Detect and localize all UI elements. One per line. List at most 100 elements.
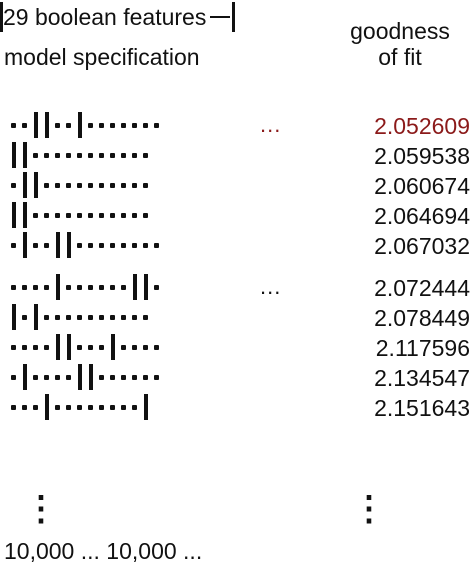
feature-on-mark (8, 200, 19, 230)
feature-off-mark (85, 200, 96, 230)
feature-off-mark (107, 392, 118, 422)
feature-off-mark (96, 302, 107, 332)
model-specification-label: model specification (4, 44, 200, 70)
feature-off-mark (52, 170, 63, 200)
feature-off-mark (107, 302, 118, 332)
goodness-of-fit-value: 2.067032 (374, 233, 470, 259)
feature-off-mark (85, 302, 96, 332)
feature-off-mark (140, 200, 151, 230)
feature-on-mark (19, 170, 30, 200)
feature-off-mark (52, 302, 63, 332)
feature-off-mark (85, 272, 96, 302)
feature-off-mark (74, 332, 85, 362)
feature-off-mark (140, 110, 151, 140)
feature-pattern (8, 392, 151, 422)
row-ellipsis: ... (260, 274, 282, 299)
feature-off-mark (8, 392, 19, 422)
feature-off-mark (19, 302, 30, 332)
feature-on-mark (129, 272, 140, 302)
feature-on-mark (8, 302, 19, 332)
feature-off-mark (30, 332, 41, 362)
feature-on-mark (52, 272, 63, 302)
feature-off-mark (151, 332, 162, 362)
feature-off-mark (63, 140, 74, 170)
feature-pattern (8, 200, 151, 230)
feature-off-mark (30, 140, 41, 170)
feature-off-mark (74, 230, 85, 260)
model-row: 2.078449 (0, 302, 474, 332)
feature-off-mark (63, 200, 74, 230)
feature-off-mark (118, 332, 129, 362)
feature-off-mark (151, 110, 162, 140)
feature-pattern (8, 362, 162, 392)
feature-off-mark (41, 140, 52, 170)
feature-off-mark (41, 362, 52, 392)
feature-off-mark (129, 170, 140, 200)
feature-on-mark (140, 272, 151, 302)
model-row: ...2.052609 (0, 110, 474, 140)
feature-off-mark (118, 230, 129, 260)
feature-off-mark (140, 140, 151, 170)
feature-off-mark (30, 392, 41, 422)
feature-off-mark (129, 200, 140, 230)
feature-pattern (8, 332, 162, 362)
feature-off-mark (8, 332, 19, 362)
feature-off-mark (118, 302, 129, 332)
feature-off-mark (85, 140, 96, 170)
feature-off-mark (74, 140, 85, 170)
feature-off-mark (96, 230, 107, 260)
feature-off-mark (118, 110, 129, 140)
feature-off-mark (129, 332, 140, 362)
feature-off-mark (19, 272, 30, 302)
feature-off-mark (52, 200, 63, 230)
feature-off-mark (63, 272, 74, 302)
feature-on-mark (30, 302, 41, 332)
feature-off-mark (96, 110, 107, 140)
model-row: 2.134547 (0, 362, 474, 392)
feature-pattern (8, 170, 151, 200)
feature-off-mark (74, 392, 85, 422)
feature-off-mark (52, 362, 63, 392)
feature-off-mark (118, 170, 129, 200)
feature-off-mark (85, 230, 96, 260)
goodness-of-fit-value: 2.151643 (374, 395, 470, 421)
feature-off-mark (129, 230, 140, 260)
goodness-of-fit-value: 2.117596 (375, 335, 470, 361)
feature-on-mark (63, 230, 74, 260)
feature-off-mark (52, 392, 63, 422)
goodness-of-fit-value: 2.064694 (374, 203, 470, 229)
bracket-left-bar (0, 2, 3, 32)
feature-on-mark (140, 392, 151, 422)
vertical-ellipsis-right: ⋮ (352, 490, 386, 528)
footer-text: 10,000 ... 10,000 ... (4, 538, 203, 564)
feature-on-mark (30, 110, 41, 140)
feature-off-mark (63, 362, 74, 392)
feature-off-mark (96, 200, 107, 230)
model-row: 2.064694 (0, 200, 474, 230)
feature-on-mark (19, 200, 30, 230)
feature-off-mark (118, 272, 129, 302)
feature-on-mark (52, 230, 63, 260)
feature-off-mark (140, 332, 151, 362)
feature-off-mark (140, 362, 151, 392)
of-fit-label: of fit (378, 44, 422, 70)
feature-off-mark (96, 170, 107, 200)
feature-on-mark (41, 392, 52, 422)
model-row: 2.060674 (0, 170, 474, 200)
feature-off-mark (41, 170, 52, 200)
feature-off-mark (41, 230, 52, 260)
feature-off-mark (30, 362, 41, 392)
feature-off-mark (63, 392, 74, 422)
feature-off-mark (74, 200, 85, 230)
feature-off-mark (30, 272, 41, 302)
feature-on-mark (19, 362, 30, 392)
feature-off-mark (85, 332, 96, 362)
feature-off-mark (8, 230, 19, 260)
feature-off-mark (8, 110, 19, 140)
feature-off-mark (107, 362, 118, 392)
features-header: 29 boolean features (0, 2, 236, 32)
feature-off-mark (129, 110, 140, 140)
feature-pattern (8, 302, 151, 332)
feature-off-mark (151, 362, 162, 392)
feature-on-mark (74, 362, 85, 392)
